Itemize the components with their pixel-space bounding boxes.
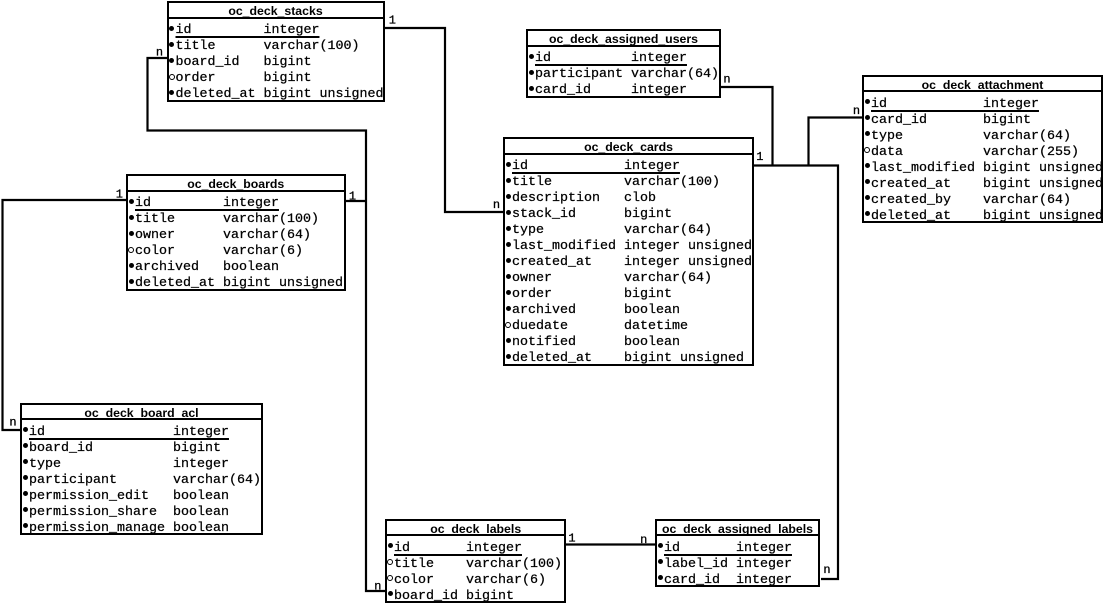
svg-text:1: 1 [756, 150, 763, 164]
svg-text:n: n [723, 73, 730, 87]
svg-text:1: 1 [116, 188, 123, 202]
svg-text:n: n [493, 198, 500, 212]
svg-text:n: n [823, 563, 830, 577]
svg-text:n: n [156, 46, 163, 60]
svg-text:n: n [640, 533, 647, 547]
svg-text:n: n [853, 104, 860, 118]
svg-text:1: 1 [389, 14, 396, 28]
svg-text:1: 1 [349, 190, 356, 204]
svg-text:1: 1 [568, 532, 575, 546]
svg-text:n: n [9, 416, 16, 430]
svg-text:n: n [374, 580, 381, 594]
